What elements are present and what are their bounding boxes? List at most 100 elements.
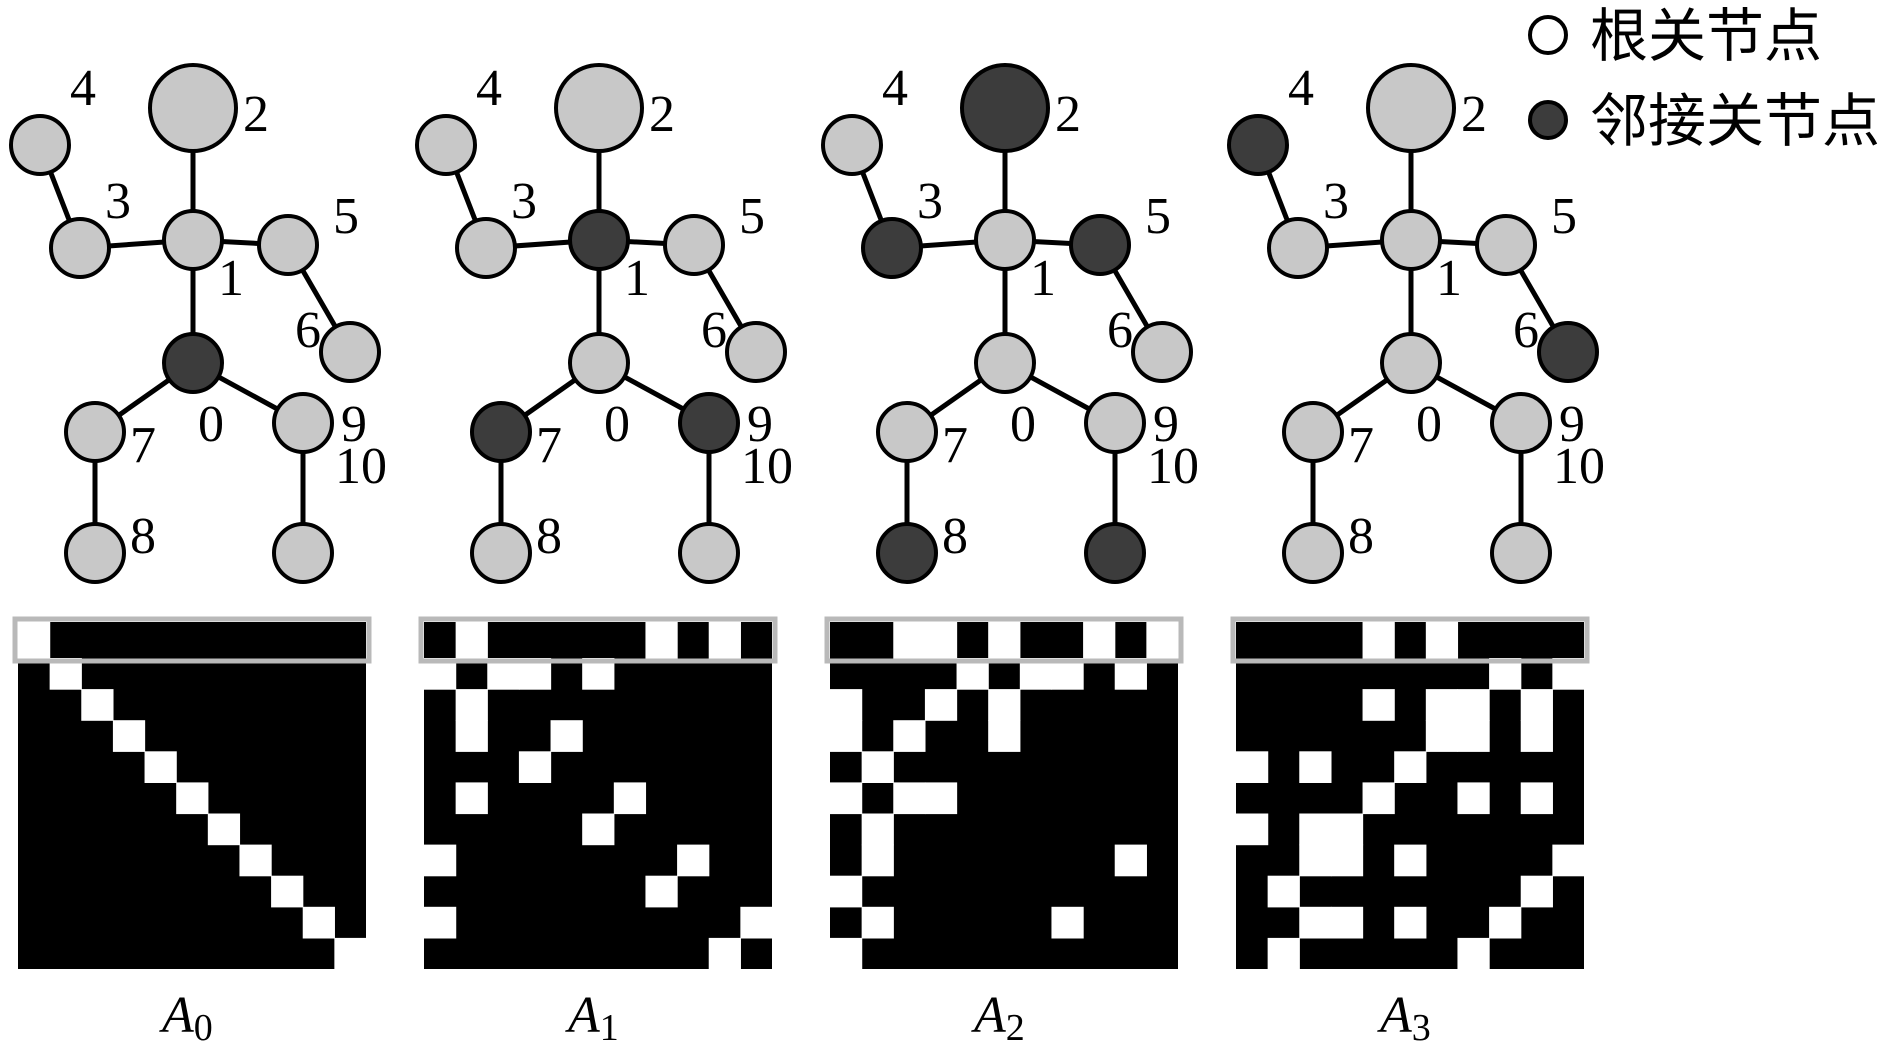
joint-node-8	[876, 522, 938, 584]
matrix-cell-5-5	[176, 782, 209, 815]
joint-label-4: 4	[476, 60, 502, 117]
matrix-cell-6-0	[1236, 813, 1269, 846]
joint-label-5: 5	[333, 188, 359, 245]
joint-label-9: 9	[1153, 396, 1179, 453]
matrix-cell-3-1	[455, 720, 488, 752]
matrix-cell-8-9	[1520, 875, 1553, 908]
matrix-cell-3-4	[550, 720, 583, 752]
root-row-frame	[824, 616, 1184, 664]
matrix-cell-9-5	[1394, 906, 1427, 939]
matrix-cell-5-3	[924, 782, 958, 815]
joint-node-9	[272, 392, 334, 454]
matrix-cell-7-10	[1552, 844, 1585, 877]
joint-label-7: 7	[1348, 417, 1374, 474]
matrix-cell-4-3	[518, 751, 552, 783]
joint-node-4	[1227, 114, 1289, 176]
matrix-cell-4-5	[1394, 751, 1427, 783]
matrix-cell-7-5	[1394, 844, 1427, 877]
joint-node-10	[272, 522, 334, 584]
matrix-cell-10-0	[830, 937, 863, 970]
joint-node-2	[148, 63, 238, 153]
adjacency-matrix-3	[1230, 616, 1590, 970]
matrix-cell-0-2	[893, 622, 926, 659]
matrix-cell-8-7	[645, 875, 678, 908]
adjacency-matrix-0	[12, 616, 372, 970]
matrix-cell-2-7	[1457, 689, 1490, 721]
legend: 根关节点 邻接关节点	[1528, 2, 1880, 155]
legend-root-marker	[1528, 15, 1568, 55]
matrix-cell-7-0	[424, 844, 457, 877]
matrix-cell-0-4	[1362, 622, 1395, 659]
joint-label-3: 3	[1323, 173, 1349, 230]
matrix-cell-3-7	[1457, 720, 1490, 752]
joint-label-5: 5	[1551, 188, 1577, 245]
joint-node-9	[678, 392, 740, 454]
matrix-cell-7-7	[239, 844, 272, 877]
matrix-cell-2-9	[1520, 689, 1553, 721]
matrix-cell-10-1	[1267, 937, 1300, 970]
matrix-cell-0-8	[1083, 622, 1116, 659]
joint-label-10: 10	[1147, 438, 1199, 495]
matrix-cell-6-1	[861, 813, 894, 846]
matrix-cell-3-6	[1425, 720, 1459, 752]
root-row-frame	[418, 616, 778, 664]
joint-label-0: 0	[604, 396, 630, 453]
matrix-cell-4-2	[1299, 751, 1332, 783]
joint-node-1	[568, 209, 630, 271]
matrix-cell-5-9	[1520, 782, 1553, 815]
matrix-cell-3-2	[893, 720, 926, 752]
root-row-frame	[12, 616, 372, 664]
joint-label-3: 3	[511, 173, 537, 230]
matrix-cell-9-2	[1299, 906, 1332, 939]
matrix-cell-0-0	[18, 622, 51, 659]
matrix-cell-0-1	[455, 622, 488, 659]
root-row-frame	[1230, 616, 1590, 664]
matrix-cell-4-0	[1236, 751, 1269, 783]
joint-node-7	[1282, 401, 1344, 463]
joint-node-4	[821, 114, 883, 176]
joint-label-6: 6	[295, 302, 321, 359]
joint-label-9: 9	[1559, 396, 1585, 453]
matrix-cell-7-8	[677, 844, 710, 877]
matrix-cell-9-9	[302, 906, 335, 939]
joint-label-3: 3	[105, 173, 131, 230]
legend-neighbor-label: 邻接关节点	[1590, 87, 1880, 155]
panel-caption-2: A2	[971, 987, 1025, 1049]
joint-label-1: 1	[624, 250, 650, 307]
joint-node-2	[960, 63, 1050, 153]
joint-label-1: 1	[1436, 250, 1462, 307]
matrix-cell-6-3	[1330, 813, 1364, 846]
panel-caption-0: A0	[159, 987, 213, 1049]
joint-node-8	[64, 522, 126, 584]
joint-node-3	[455, 217, 517, 279]
matrix-cell-6-2	[1299, 813, 1332, 846]
matrix-cell-6-5	[582, 813, 615, 846]
matrix-cell-0-9	[708, 622, 741, 659]
matrix-cell-8-1	[1267, 875, 1300, 908]
joint-node-8	[470, 522, 532, 584]
caption-letter: A	[159, 987, 194, 1044]
joint-node-2	[1366, 63, 1456, 153]
caption-letter: A	[1377, 987, 1412, 1044]
matrix-cell-3-5	[988, 720, 1021, 752]
matrix-cell-6-6	[207, 813, 241, 846]
joint-label-9: 9	[341, 396, 367, 453]
joint-label-10: 10	[741, 438, 793, 495]
matrix-cell-5-1	[455, 782, 488, 815]
joint-node-4	[415, 114, 477, 176]
joint-label-8: 8	[536, 508, 562, 565]
joint-label-8: 8	[942, 508, 968, 565]
matrix-cell-5-7	[1457, 782, 1490, 815]
joint-node-5	[1069, 214, 1131, 276]
matrix-cell-9-3	[1330, 906, 1364, 939]
joint-label-9: 9	[747, 396, 773, 453]
joint-label-8: 8	[1348, 508, 1374, 565]
matrix-cell-7-1	[861, 844, 894, 877]
joint-label-0: 0	[198, 396, 224, 453]
